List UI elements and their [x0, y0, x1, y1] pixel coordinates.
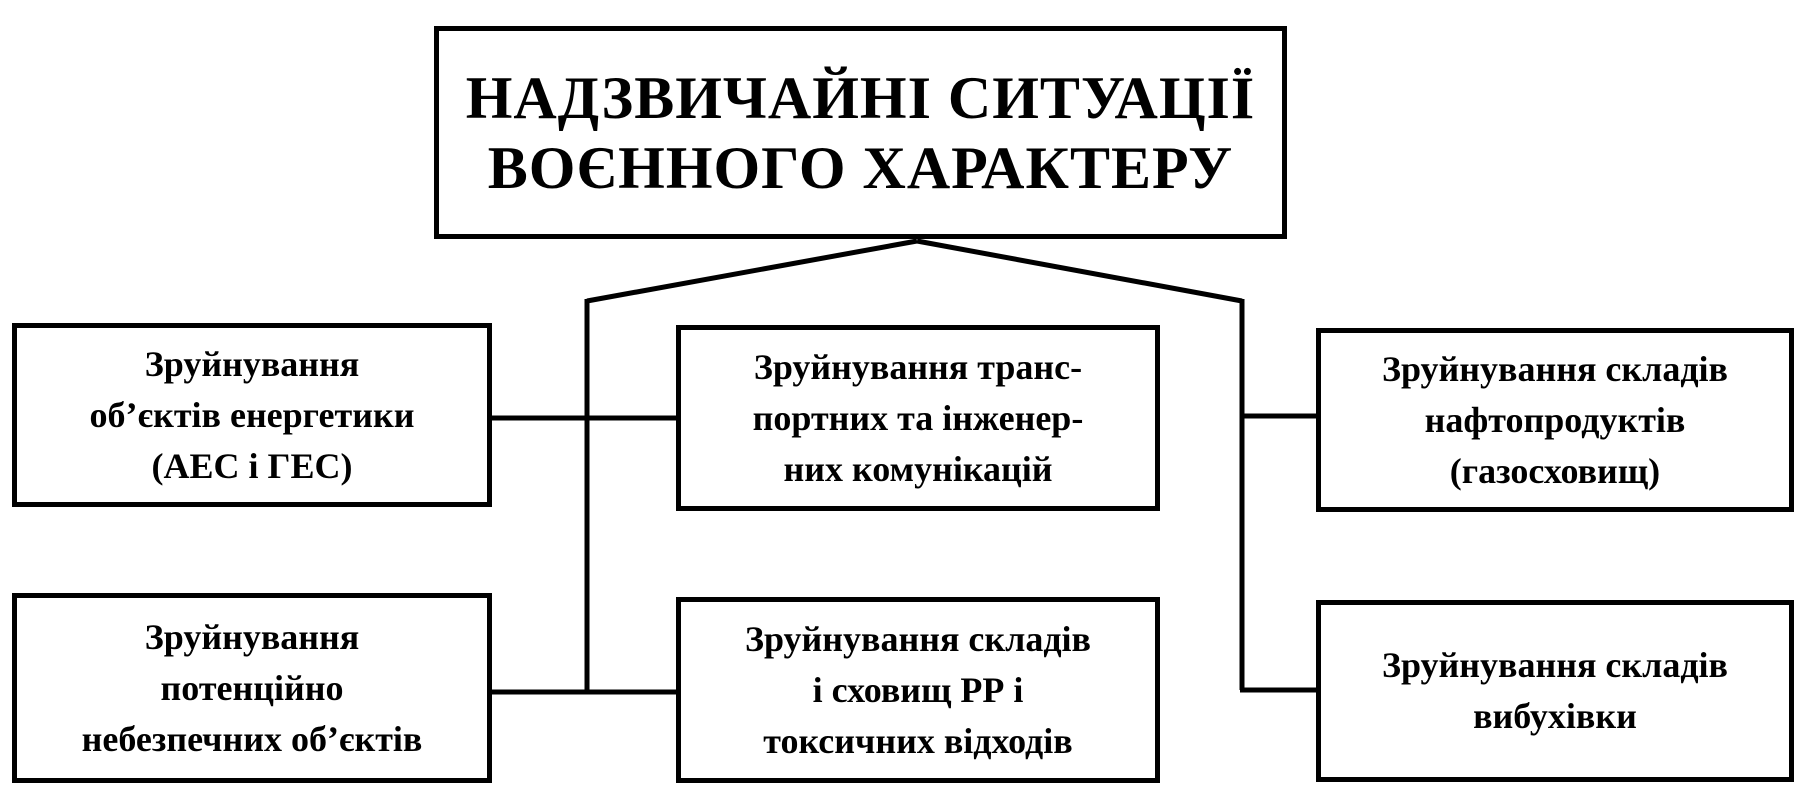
- node-transport: Зруйнування транс- портних та інженер- н…: [676, 325, 1160, 511]
- node-dangerous-label: Зруйнування потенційно небезпечних об’єк…: [81, 616, 423, 759]
- node-energy: Зруйнування об’єктів енергетики (АЕС і Г…: [12, 323, 492, 507]
- node-dangerous: Зруйнування потенційно небезпечних об’єк…: [12, 593, 492, 783]
- node-oil-label: Зруйнування складів нафтопродуктів (газо…: [1381, 348, 1728, 491]
- node-rr-storage-label: Зруйнування складів і сховищ РР і токсич…: [744, 618, 1091, 761]
- node-oil: Зруйнування складів нафтопродуктів (газо…: [1316, 328, 1794, 512]
- edge-root-right-trunk: [916, 238, 1243, 304]
- node-rr-storage: Зруйнування складів і сховищ РР і токсич…: [676, 597, 1160, 783]
- edge-root-left-trunk: [586, 238, 918, 304]
- root-node: НАДЗВИЧАЙНІ СИТУАЦІЇ ВОЄННОГО ХАРАКТЕРУ: [434, 26, 1287, 239]
- node-energy-label: Зруйнування об’єктів енергетики (АЕС і Г…: [89, 343, 415, 486]
- root-label: НАДЗВИЧАЙНІ СИТУАЦІЇ ВОЄННОГО ХАРАКТЕРУ: [465, 64, 1256, 201]
- node-transport-label: Зруйнування транс- портних та інженер- н…: [752, 346, 1084, 489]
- node-explosives: Зруйнування складів вибухівки: [1316, 600, 1794, 782]
- node-explosives-label: Зруйнування складів вибухівки: [1381, 645, 1728, 736]
